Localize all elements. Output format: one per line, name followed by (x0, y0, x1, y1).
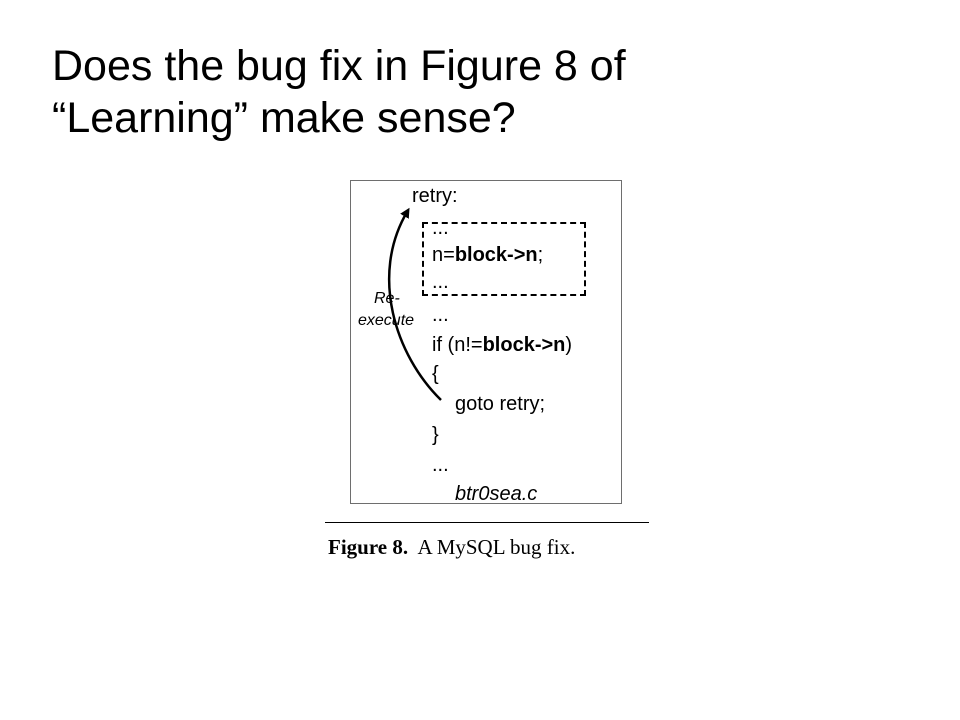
if-prefix: if (n!= (432, 334, 483, 356)
code-line-assignment: n=block->n; (432, 243, 543, 267)
if-bold: block->n (482, 334, 566, 356)
code-line-if-condition: if (n!=block->n) (432, 333, 572, 357)
assign-prefix: n= (432, 244, 455, 266)
code-line-goto: goto retry; (455, 393, 546, 415)
code-line-ellipsis-1: ... (432, 217, 449, 239)
caption-label: Figure 8. (328, 535, 409, 559)
figure-box (350, 180, 622, 504)
code-line-retry-label: retry: (412, 185, 458, 207)
code-line-open-brace: { (432, 363, 439, 385)
annotation-execute: execute (358, 312, 415, 329)
assign-suffix: ; (537, 244, 544, 266)
annotation-re: Re- (374, 290, 400, 307)
code-line-ellipsis-3: ... (432, 304, 449, 326)
code-line-ellipsis-2: ... (432, 271, 449, 293)
caption-text: A MySQL bug fix. (417, 535, 576, 559)
slide-title-line-2: “Learning” make sense? (52, 94, 516, 142)
assign-bold: block->n (454, 244, 538, 266)
figure-caption: Figure 8. A MySQL bug fix. (328, 533, 668, 561)
slide-title: Does the bug fix in Figure 8 of “Learnin… (52, 40, 912, 144)
code-line-ellipsis-4: ... (432, 454, 449, 476)
code-line-close-brace: } (432, 424, 439, 446)
if-suffix: ) (565, 334, 573, 356)
caption-rule (325, 522, 649, 523)
slide-title-line-1: Does the bug fix in Figure 8 of (52, 42, 626, 90)
highlighted-code-region (422, 222, 586, 296)
code-filename: btr0sea.c (455, 483, 538, 505)
re-execute-arrow-curve (387, 207, 442, 401)
